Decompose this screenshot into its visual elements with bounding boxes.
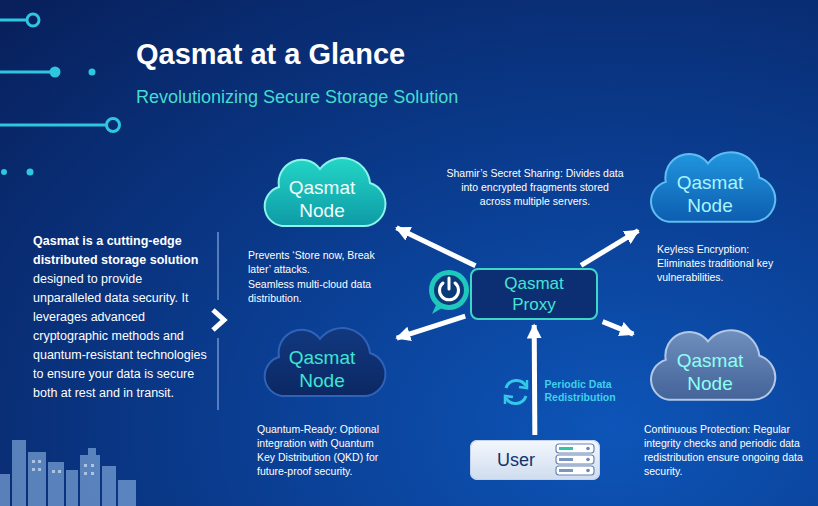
- cloud-node: Qasmat Node: [638, 146, 782, 228]
- title: Qasmat at a Glance: [136, 38, 405, 71]
- cloud-node: Qasmat Node: [638, 324, 782, 406]
- feature-note: Keyless Encryption: Eliminates tradition…: [657, 242, 782, 284]
- node-label: Qasmat Node: [282, 176, 362, 222]
- feature-note: Shamir’s Secret Sharing: Divides data in…: [445, 166, 625, 208]
- feature-note: Seamless multi-cloud data distribution.: [248, 277, 398, 305]
- cloud-outline: [265, 328, 386, 396]
- subtitle: Revolutionizing Secure Storage Solution: [136, 86, 556, 108]
- arrow-connector: [397, 316, 465, 338]
- feature-note: Prevents ‘Store now, Break later’ attack…: [248, 248, 398, 276]
- user-box: User: [470, 440, 600, 480]
- node-label: Qasmat Node: [282, 346, 362, 392]
- power-icon: [429, 270, 469, 314]
- feature-note: Quantum-Ready: Optional integration with…: [257, 422, 389, 478]
- user-box-fill: [470, 440, 600, 480]
- intro-bold: Qasmat is a cutting-edge distributed sto…: [33, 234, 198, 267]
- circuit-lines: [0, 14, 120, 176]
- arrow-connector: [532, 325, 538, 435]
- cloud-outline: [651, 152, 775, 222]
- chevron: [213, 310, 224, 330]
- feature-note: Continuous Protection: Regular integrity…: [644, 422, 810, 478]
- edge-label: Periodic Data Redistribution: [545, 378, 627, 404]
- cloud-outline: [265, 158, 386, 226]
- city-windows: [32, 460, 94, 475]
- city-skyline: [0, 440, 136, 506]
- intro-text: designed to provide unparalleled data se…: [33, 272, 207, 400]
- arrow-connector: [603, 322, 634, 334]
- node-label: Qasmat Node: [670, 349, 750, 395]
- server-icon: [556, 444, 594, 475]
- cloud-node: Qasmat Node: [252, 152, 392, 232]
- cloud-node: Qasmat Node: [252, 322, 392, 402]
- refresh-icon: [505, 380, 527, 404]
- node-label: Qasmat Node: [670, 171, 750, 217]
- node-label: Qasmat Proxy: [494, 273, 574, 315]
- separator: [217, 232, 219, 410]
- node-label: User: [497, 449, 535, 471]
- arrow-connector: [581, 231, 638, 266]
- cloud-outline: [651, 330, 775, 400]
- proxy-box: Qasmat Proxy: [470, 268, 598, 320]
- intro-paragraph: Qasmat is a cutting-edge distributed sto…: [33, 232, 211, 403]
- arrow-connector: [397, 228, 476, 266]
